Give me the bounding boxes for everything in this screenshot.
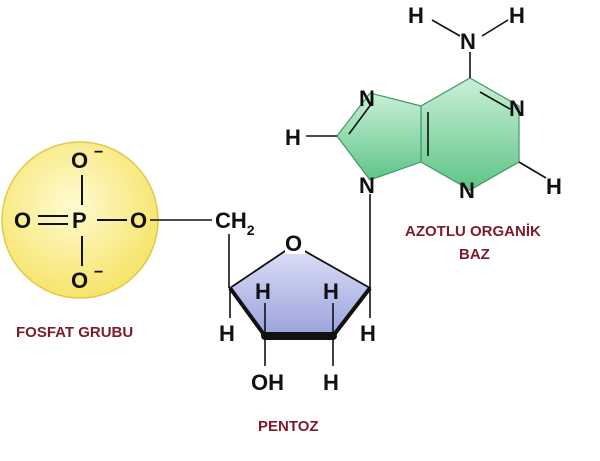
phosphorus-atom: P	[72, 208, 87, 233]
hydrogen-c8: H	[285, 125, 301, 150]
pentose-front-left	[228, 286, 267, 338]
oxygen-atom-bottom: O	[71, 268, 88, 293]
base-pentagon-ring	[336, 92, 422, 181]
oxygen-atom-top: O	[71, 148, 88, 173]
ring-oxygen-backdrop	[285, 232, 305, 254]
amino-nitrogen: N	[460, 29, 476, 54]
oxygen-atom-left: O	[14, 208, 31, 233]
hydrogen-c4: H	[219, 321, 235, 346]
bond-n-h-right	[481, 19, 509, 37]
nitrogen-n9: N	[359, 173, 375, 198]
amino-hydrogen-left: H	[408, 3, 424, 28]
ring-oxygen-atom: O	[285, 231, 302, 256]
hydroxyl-group: OH	[251, 370, 284, 395]
nitrogen-n1: N	[509, 96, 525, 121]
nitrogen-n3: N	[459, 178, 475, 203]
oxygen-atom-right: O	[130, 208, 147, 233]
label-pentose: PENTOZ	[258, 418, 319, 435]
hydrogen-c2-base: H	[546, 174, 562, 199]
nitrogen-n7: N	[359, 86, 375, 111]
pentose-front-right	[331, 286, 372, 338]
label-phosphate-group: FOSFAT GRUBU	[16, 324, 133, 341]
charge-bottom: −	[94, 264, 103, 281]
bond-n-h-left	[431, 19, 461, 37]
base-double-bond-3	[348, 102, 373, 135]
hydrogen-c2-up: H	[323, 279, 339, 304]
ch2-group: CH2	[215, 208, 255, 238]
label-base-line1: AZOTLU ORGANİK	[405, 223, 541, 240]
amino-hydrogen-right: H	[509, 3, 525, 28]
label-base-line2: BAZ	[459, 246, 490, 263]
charge-top: −	[94, 144, 103, 161]
pentose-ring	[228, 243, 372, 337]
base-double-bond-1	[479, 91, 511, 110]
hydrogen-c1: H	[360, 321, 376, 346]
bond-c2-base-h	[518, 161, 547, 179]
base-hexagon-ring	[420, 77, 520, 191]
hydrogen-c3-up: H	[255, 279, 271, 304]
hydrogen-c2-down: H	[323, 370, 339, 395]
